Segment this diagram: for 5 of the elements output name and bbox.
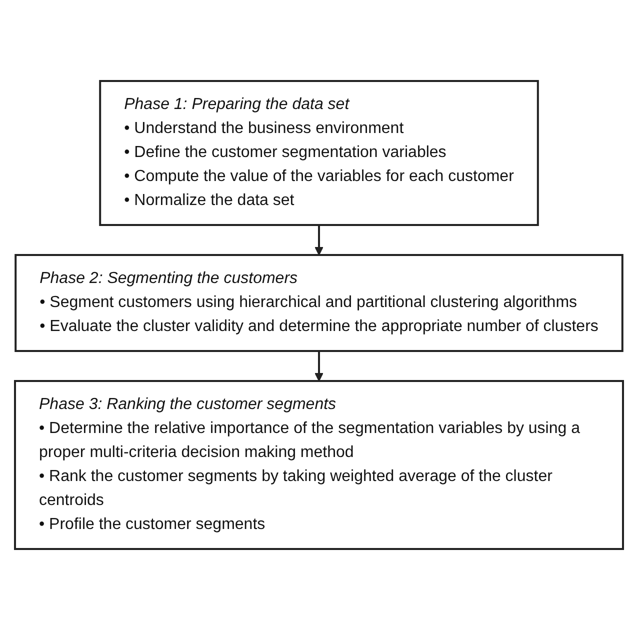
arrow (314, 351, 323, 382)
node-box: Phase 3: Ranking the customer segments • Determine the relative importance of the segmentation variables by using a proper multi-criteria decision making method • Rank the customer segments by taking weighted average of the cluster centroids • Profile the customer segments (14, 380, 624, 550)
node-box: Phase 2: Segmenting the customers • Segment customers using hierarchical and partitional clustering algorithms • Evaluate the cluster validity and determine the appropriate number of clusters (14, 254, 623, 352)
arrow (314, 225, 323, 256)
node-box: Phase 1: Preparing the data set • Understand the business environment • Define the customer segmentation variables • Compute the value of the variables for each customer • Normalize the data set (98, 80, 538, 226)
